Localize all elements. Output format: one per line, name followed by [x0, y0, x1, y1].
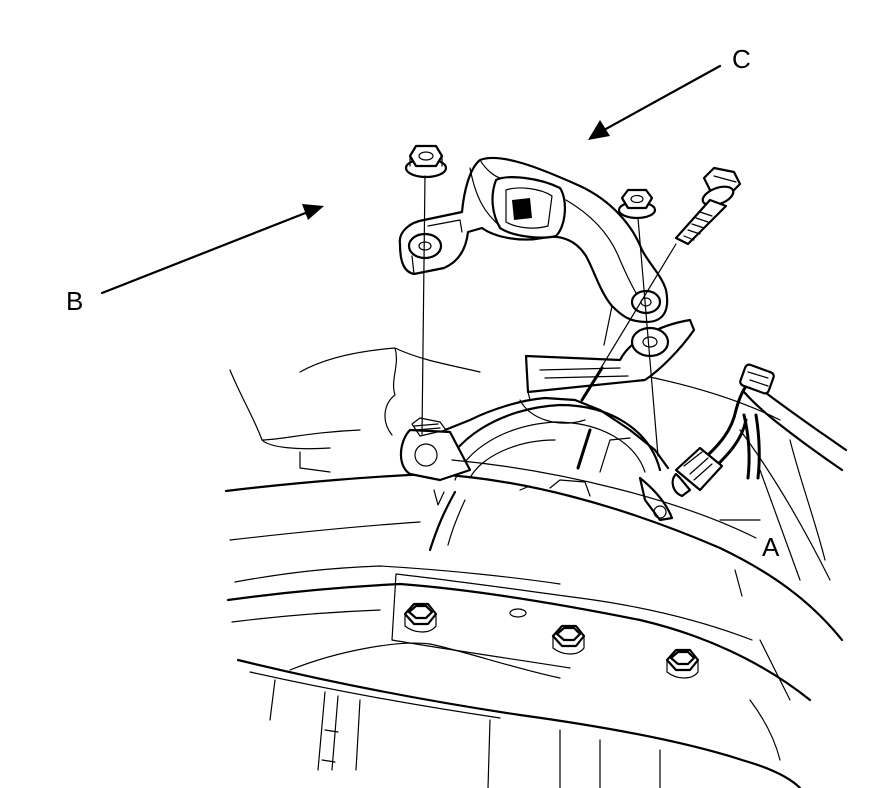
upper-mount-bracket: [398, 156, 669, 324]
callout-label-c: C: [732, 44, 751, 74]
callout-label-a: A: [762, 532, 780, 562]
alignment-lines: [421, 175, 677, 457]
frame-rail: [224, 347, 844, 788]
callout-label-b: B: [66, 286, 83, 316]
frame-bolt: [665, 648, 700, 679]
callout-arrow-c: [588, 64, 722, 140]
flange-nut-left: [404, 144, 448, 179]
transmission-mount: [399, 396, 674, 552]
callout-arrow-a: [451, 459, 757, 539]
frame-bolt: [403, 602, 438, 633]
sensor-connector: [671, 446, 724, 498]
mount-bolt: [674, 166, 742, 246]
wire-harness: [698, 363, 848, 480]
callout-arrow-b: [100, 204, 324, 295]
small-bracket: [524, 318, 696, 402]
flange-nut-right: [617, 188, 657, 220]
frame-bolt: [551, 624, 586, 655]
